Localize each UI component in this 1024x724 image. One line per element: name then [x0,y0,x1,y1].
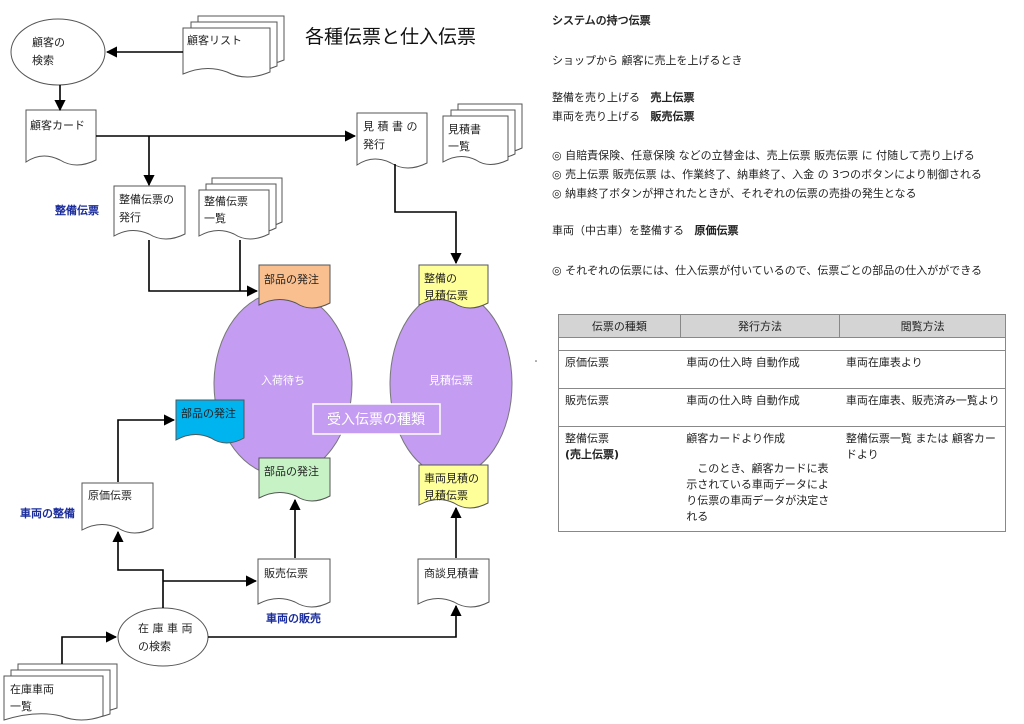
parts-order-top-doc [258,264,331,309]
table-header: 発行方法 [679,314,841,338]
table-cell: 顧客カードより作成 [686,432,785,445]
maint-estimate-line2: 見積伝票 [424,288,468,302]
vehicle-sales-label: 車両の販売 [266,611,321,625]
right-line3: 車両を売り上げる 販売伝票 [552,108,695,124]
arrow-estimate-to-maint-estimate [394,164,462,265]
parts-order-bottom-label: 部品の発注 [264,464,319,478]
table-row: 整備伝票 (売上伝票) 顧客カードより作成このとき、顧客カードに表示されている車両… [558,426,1006,532]
cost-slip-doc [81,482,154,534]
table-cell: 販売伝票 [565,394,609,407]
table-cell: 原価伝票 [565,356,609,369]
right-bullet1: ◎ 自賠責保険、任意保険 などの立替金は、売上伝票 販売伝票 に 付随して売り上… [552,149,975,162]
table-header: 閲覧方法 [839,314,1006,338]
right-bullet2: ◎ 売上伝票 販売伝票 は、作業終了、納車終了、入金 の 3つのボタンにより制御… [552,168,982,181]
maint-issue-line1: 整備伝票の [119,192,174,206]
table-header: 伝票の種類 [558,314,681,338]
estimate-list-line1: 見積書 [448,122,481,136]
right-line2b: 売上伝票 [650,91,695,104]
right-bullet3: ◎ 納車終了ボタンが押されたときが、それぞれの伝票の売掛の発生となる [552,187,917,200]
receipt-types-label: 受入伝票の種類 [327,412,425,428]
stock-list-line2: 一覧 [10,699,32,713]
arrow-cost-to-parts-left [117,414,176,482]
maint-list-line2: 一覧 [204,211,226,225]
table-blank-row [558,337,1006,351]
estimate-list-doc [442,103,523,165]
parts-order-left-label: 部品の発注 [181,406,236,420]
estimate-list-line2: 一覧 [448,139,470,153]
table-cell: 車両の仕入時 自動作成 [686,394,800,407]
negotiation-estimate-doc [417,558,490,608]
stock-search-oval [117,607,209,667]
right-heading: システムの持つ伝票 [552,14,651,27]
stock-search-line2: の検索 [138,639,171,653]
vehicle-estimate-line2: 見積伝票 [424,488,468,502]
customer-list-doc [182,15,285,78]
waiting-oval-label: 入荷待ち [261,373,305,387]
estimate-issue-line2: 発行 [363,137,385,151]
maint-issue-doc [113,185,186,240]
customer-search-line2: 検索 [32,53,54,67]
right-line3b: 販売伝票 [650,110,695,123]
sales-slip-doc [257,558,331,608]
stray-dot [535,360,537,362]
estimate-issue-line1: 見 積 書 の [363,119,418,133]
vehicle-estimate-doc [418,464,489,509]
right-line1: ショップから 顧客に売上を上げるとき [552,54,743,67]
stock-search-line1: 在 庫 車 両 [138,621,193,635]
parts-order-top-label: 部品の発注 [264,272,319,286]
arrow-maint-to-parts [148,240,259,297]
customer-search-oval [10,18,106,86]
customer-search-line1: 顧客の [32,35,65,49]
arrow-stock-search-to-nego [208,604,462,638]
estimate-oval-label: 見積伝票 [429,373,473,387]
customer-list-label: 顧客リスト [187,33,242,47]
maint-list-line1: 整備伝票 [204,194,248,208]
slip-table: 伝票の種類 発行方法 閲覧方法 原価伝票 車両の仕入時 自動作成 車両在庫表より… [558,314,1006,532]
table-cell-note: このとき、顧客カードに表示されている車両データにより伝票の車両データが決定される [686,462,830,523]
receipt-types-box [312,403,441,435]
table-row: 原価伝票 車両の仕入時 自動作成 車両在庫表より [558,350,1006,389]
stock-list-doc [3,663,118,721]
maint-estimate-line1: 整備の [424,271,457,285]
right-line4b: 原価伝票 [694,224,739,237]
arrow-branch-to-cost [112,530,164,608]
arrow-stock-list-to-search [61,631,118,664]
table-cell: 整備伝票一覧 または 顧客カードより [845,432,996,461]
right-line2a: 整備を売り上げる [552,91,640,104]
right-bullet4: ◎ それぞれの伝票には、仕入伝票が付いているので、伝票ごとの部品の仕入がができる [552,264,982,277]
maint-estimate-doc [418,264,489,309]
table-cell: 車両の仕入時 自動作成 [686,356,800,369]
table-cell: 車両在庫表より [845,356,923,369]
sales-slip-label: 販売伝票 [264,567,308,580]
maint-list-doc [198,177,283,240]
table-row: 販売伝票 車両の仕入時 自動作成 車両在庫表、販売済み一覧より [558,388,1006,427]
vehicle-estimate-line1: 車両見積の [424,471,479,485]
maint-issue-line2: 発行 [119,210,141,224]
maint-slip-label: 整備伝票 [54,203,99,217]
table-header-row: 伝票の種類 発行方法 閲覧方法 [558,314,1006,338]
table-cell: 車両在庫表、販売済み一覧より [845,394,1000,407]
right-line2: 整備を売り上げる 売上伝票 [552,89,695,105]
table-cell: 整備伝票 [565,432,609,445]
parts-order-left-doc [175,399,245,444]
stock-list-line1: 在庫車両 [10,682,54,696]
right-line4: 車両（中古車）を整備する 原価伝票 [552,222,739,238]
page-title: 各種伝票と仕入伝票 [305,26,477,48]
right-line3a: 車両を売り上げる [552,110,640,123]
cost-slip-label: 原価伝票 [88,489,132,502]
right-line4a: 車両（中古車）を整備する [552,224,684,237]
table-cell-sub: (売上伝票) [565,448,620,461]
customer-card-doc [25,109,97,166]
parts-order-bottom-doc [258,457,331,502]
estimate-issue-doc [356,112,428,169]
negotiation-estimate-label: 商談見積書 [424,566,479,580]
vehicle-maint-label: 車両の整備 [20,506,75,520]
customer-card-label: 顧客カード [30,118,85,132]
